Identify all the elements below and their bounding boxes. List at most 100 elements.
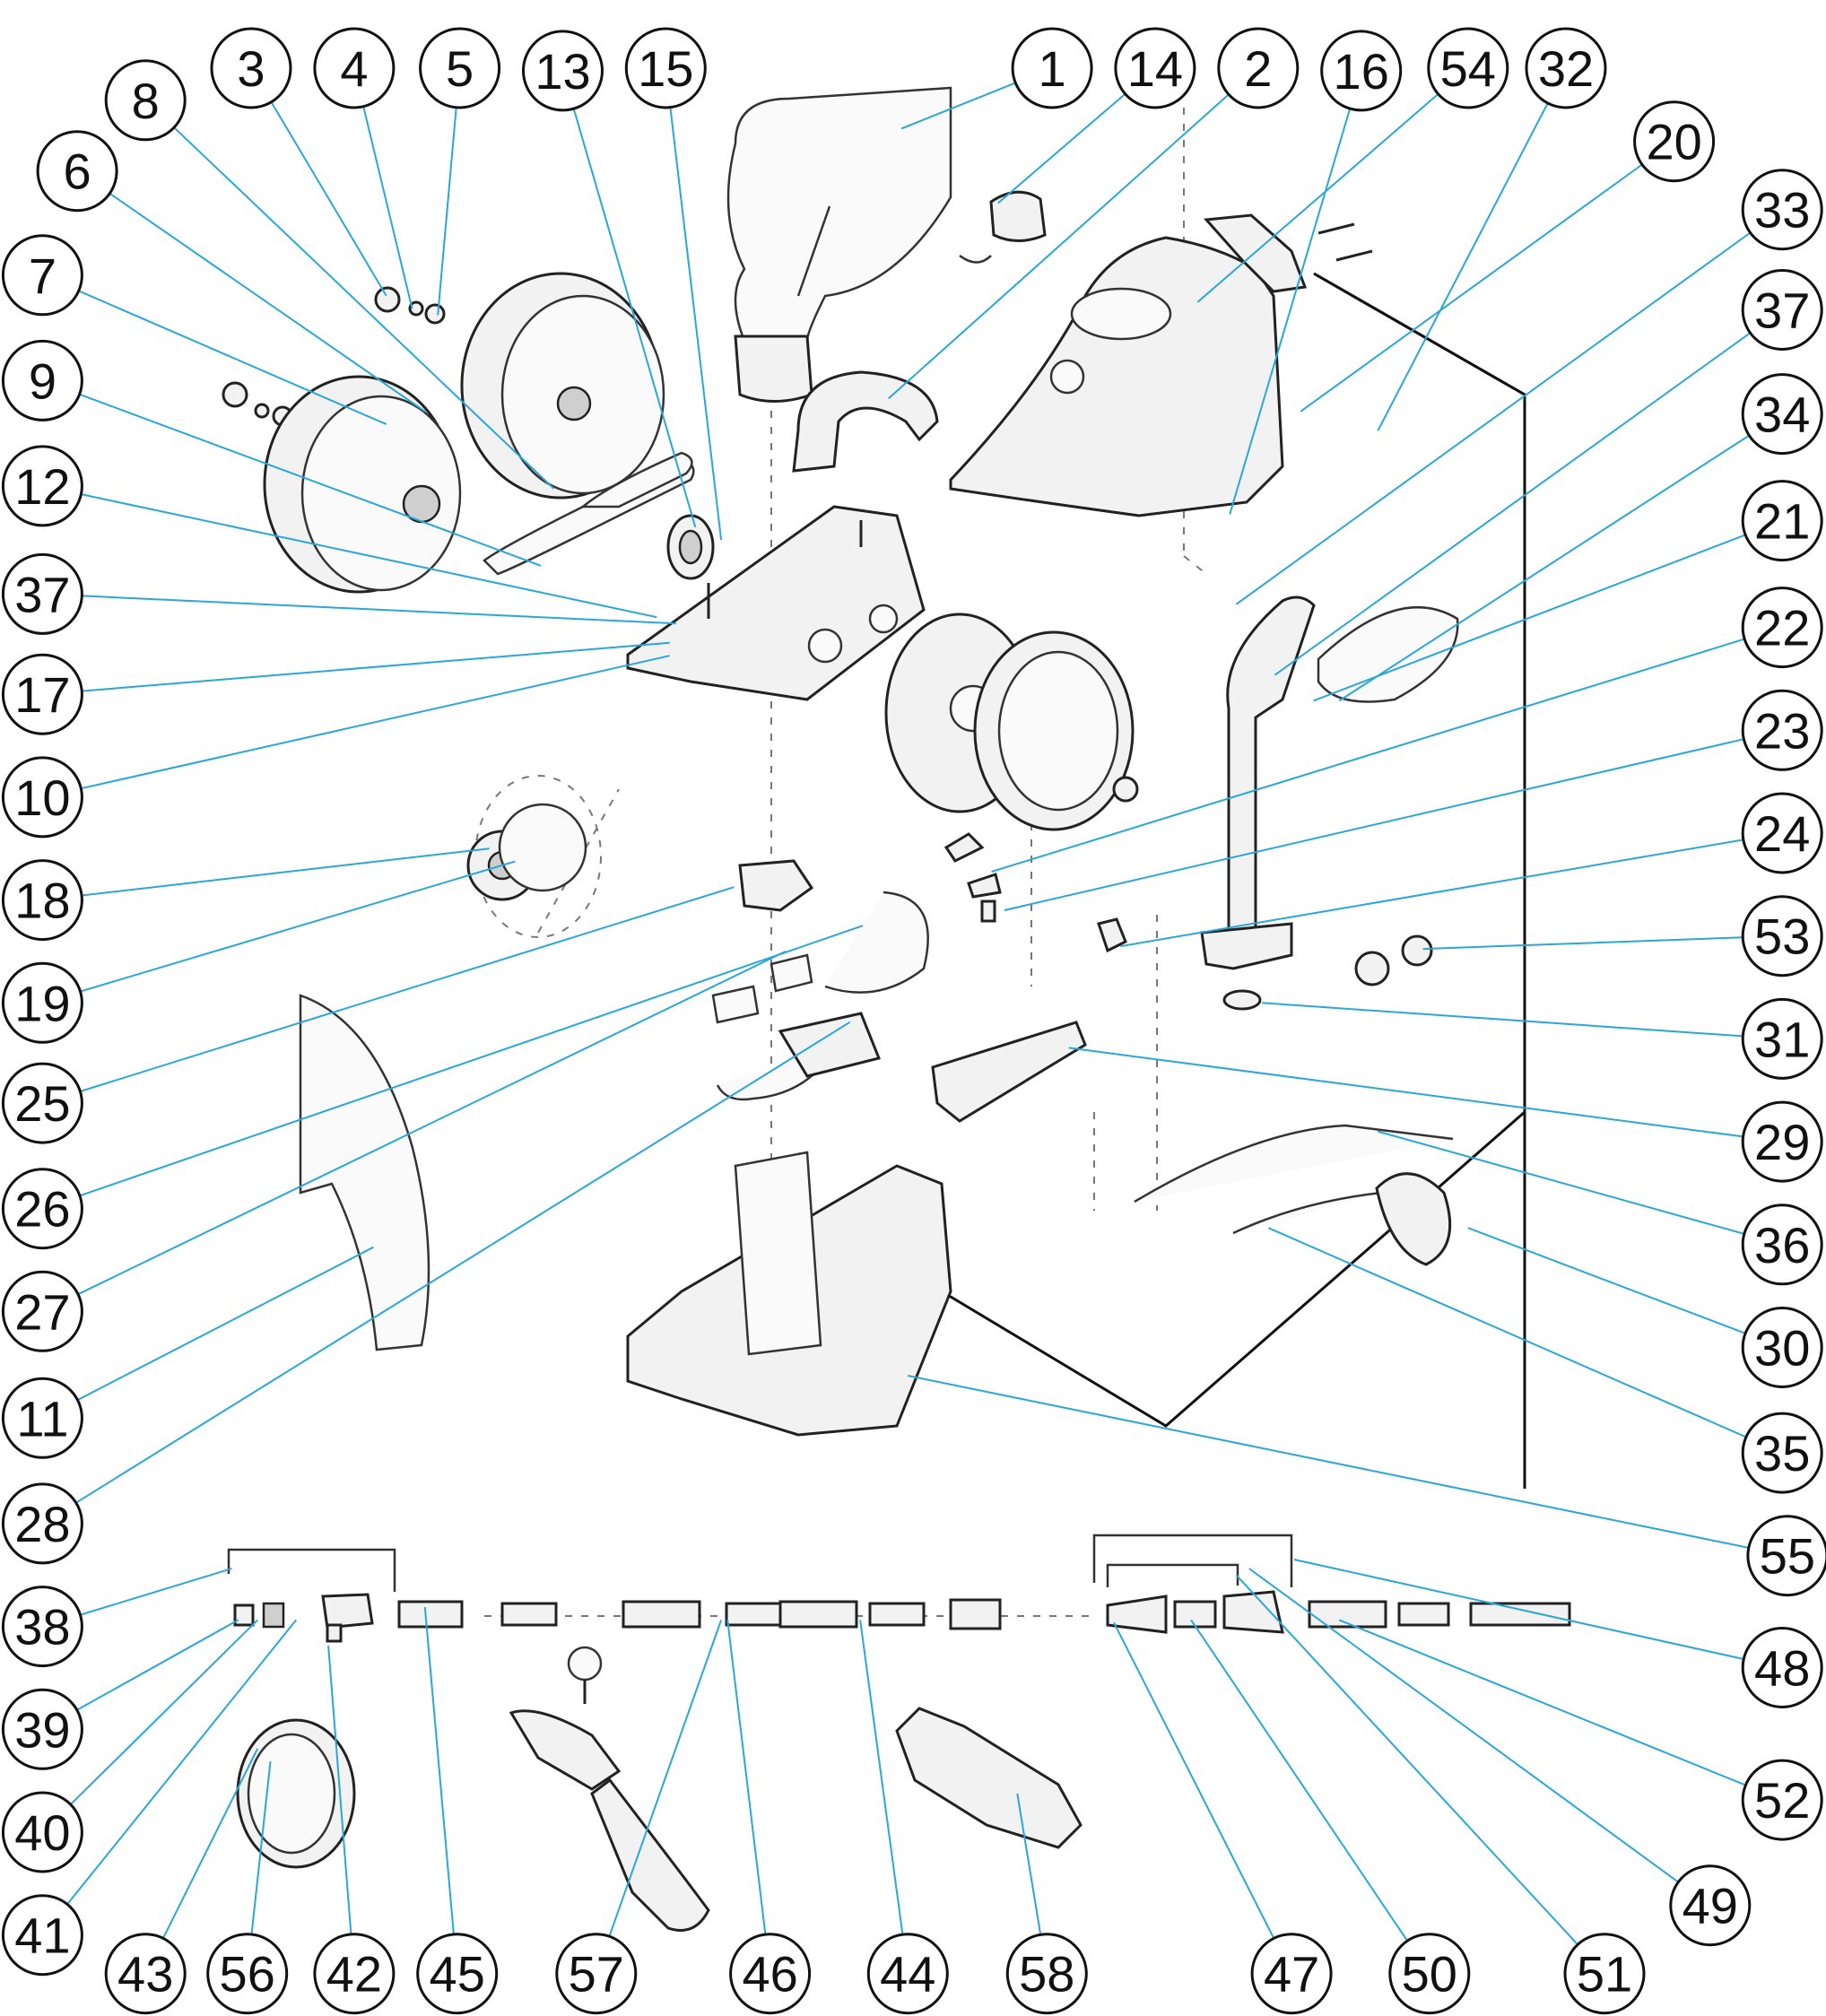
callout-circle	[1, 1894, 83, 1977]
part-screw	[1335, 249, 1373, 262]
leader-line-10	[81, 655, 670, 790]
callout-number: 58	[1019, 1946, 1074, 2003]
callout-circle	[1563, 1933, 1646, 2015]
callout-12: 12	[1, 445, 83, 527]
callout-21: 21	[1741, 480, 1823, 562]
callout-circle	[1250, 1933, 1333, 2015]
part-swivel	[949, 1598, 1002, 1630]
callout-circle	[1741, 792, 1823, 874]
callout-number: 14	[1127, 40, 1183, 97]
callout-circle	[1741, 997, 1823, 1080]
leader-line-23	[1004, 738, 1744, 911]
part-connector	[233, 1603, 255, 1627]
leader-line-37	[1274, 332, 1752, 676]
group-bracket-49	[1106, 1563, 1239, 1587]
callout-55: 55	[1746, 1515, 1826, 1597]
callout-51: 51	[1563, 1933, 1646, 2015]
callout-42: 42	[313, 1933, 396, 2015]
callout-8: 8	[104, 59, 187, 142]
leader-line-53	[1422, 936, 1743, 951]
part-top-cover-opening	[1070, 287, 1172, 341]
callout-circle	[1, 1168, 83, 1250]
callout-number: 11	[16, 1390, 68, 1447]
callout-circle	[1, 1482, 83, 1565]
part-hub-nut	[1112, 776, 1139, 803]
part-gear-assembly	[466, 775, 602, 938]
leader-line-8	[173, 126, 555, 490]
callout-circle	[1, 1377, 83, 1459]
callout-number: 21	[1754, 493, 1810, 550]
callout-34: 34	[1741, 373, 1823, 456]
callout-number: 28	[14, 1496, 70, 1552]
part-hose-segment	[500, 1602, 558, 1627]
callout-14: 14	[1114, 27, 1196, 109]
part-hose	[1232, 1191, 1382, 1235]
part-hose-segment	[868, 1602, 926, 1627]
callout-number: 12	[14, 458, 70, 515]
callout-number: 33	[1754, 182, 1810, 239]
part-gear	[666, 514, 715, 580]
callout-20: 20	[1633, 100, 1716, 183]
callout-circle	[313, 1933, 396, 2015]
part-clamp	[711, 985, 760, 1024]
callout-9: 9	[1, 339, 83, 421]
callout-49: 49	[1669, 1864, 1752, 1947]
callout-circle	[729, 1933, 812, 2015]
callout-number: 43	[117, 1946, 173, 2003]
callout-33: 33	[1741, 169, 1823, 251]
part-tee-stub	[326, 1623, 343, 1643]
leader-line-37	[82, 595, 676, 625]
part-top-cover-knob	[1049, 359, 1085, 395]
part-bearing	[374, 286, 401, 313]
callout-48: 48	[1741, 1627, 1823, 1708]
leader-line-13	[572, 108, 697, 528]
callout-35: 35	[1741, 1412, 1823, 1494]
part-filter	[1375, 1172, 1452, 1266]
leader-line-22	[991, 638, 1745, 873]
leader-line-34	[1338, 434, 1750, 702]
callout-number: 45	[430, 1946, 485, 2003]
callout-number: 15	[638, 40, 693, 97]
callout-number: 53	[1754, 908, 1810, 965]
callout-number: 50	[1402, 1946, 1457, 2003]
leader-line-20	[1300, 163, 1643, 413]
part-fitting	[967, 873, 1002, 899]
callout-number: 23	[1754, 702, 1810, 759]
callout-circle	[1741, 689, 1823, 771]
leader-line-7	[78, 290, 387, 426]
callout-number: 26	[14, 1181, 70, 1238]
group-bracket-38	[227, 1548, 396, 1592]
callout-circle	[206, 1933, 289, 2015]
callout-circle	[1741, 1759, 1823, 1841]
part-bag-clip	[989, 190, 1047, 242]
callout-circle	[1741, 1204, 1823, 1286]
callout-number: 48	[1754, 1640, 1810, 1697]
callout-23: 23	[1741, 689, 1823, 771]
callout-circle	[419, 27, 501, 109]
callout-circle	[210, 27, 292, 109]
callout-22: 22	[1741, 587, 1823, 669]
part-cap	[1354, 951, 1390, 986]
callout-32: 32	[1525, 27, 1607, 109]
part-connector	[1106, 1595, 1168, 1634]
leader-line-42	[327, 1646, 352, 1934]
leader-line-56	[250, 1760, 272, 1935]
callout-17: 17	[1, 653, 83, 735]
leader-line-40	[69, 1619, 258, 1805]
part-cap	[1401, 934, 1433, 967]
parts-illustration	[222, 86, 1571, 1932]
part-screw	[980, 899, 996, 923]
part-connector	[1222, 1590, 1284, 1634]
callout-50: 50	[1388, 1933, 1471, 2015]
leader-line-43	[162, 1748, 259, 1939]
callout-27: 27	[1, 1270, 83, 1352]
callout-number: 56	[220, 1946, 275, 2003]
callout-circle	[1741, 169, 1823, 251]
callout-43: 43	[104, 1933, 187, 2015]
part-bag-clip-strap	[959, 254, 992, 264]
callout-number: 44	[880, 1946, 935, 2003]
callout-circle	[104, 59, 187, 142]
callout-circle	[1, 859, 83, 942]
callout-2: 2	[1217, 27, 1300, 109]
callout-28: 28	[1, 1482, 83, 1565]
